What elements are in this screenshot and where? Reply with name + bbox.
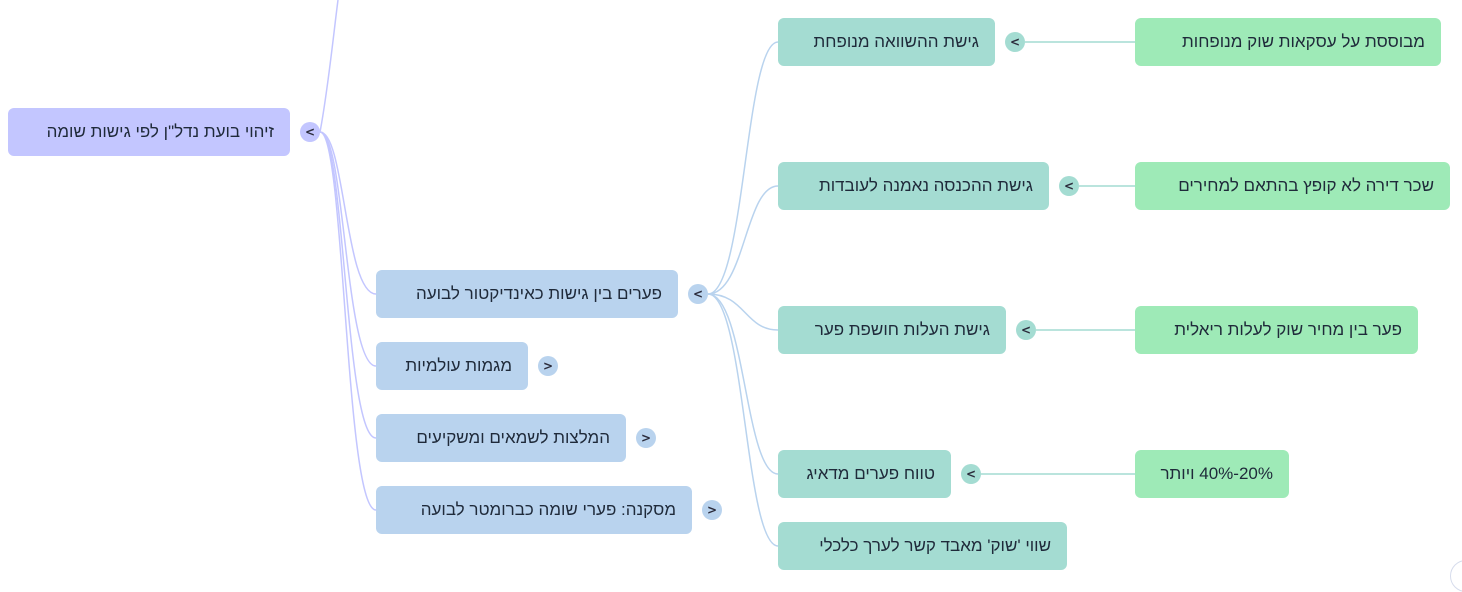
leaf-node-label: מבוססת על עסקאות שוק מנופחות bbox=[1182, 32, 1425, 51]
connector-root-l1-1 bbox=[319, 131, 377, 295]
subbranch-node-gap-range[interactable]: טווח פערים מדאיג bbox=[778, 450, 951, 498]
leaf-node-inflated-transactions[interactable]: מבוססת על עסקאות שוק מנופחות bbox=[1135, 18, 1441, 66]
branch-node-label: המלצות לשמאים ומשקיעים bbox=[416, 428, 610, 447]
subbranch-node-label: גישת ההשוואה מנופחת bbox=[813, 32, 979, 51]
subbranch-node-label: שווי 'שוק' מאבד קשר לערך כלכלי bbox=[819, 536, 1051, 555]
connector-root-l1-2 bbox=[319, 131, 377, 367]
subbranch-node-label: גישת העלות חושפת פער bbox=[814, 320, 990, 339]
branch-expand-toggle-icon[interactable]: > bbox=[538, 356, 558, 376]
subbranch-node-income-approach[interactable]: גישת ההכנסה נאמנה לעובדות bbox=[778, 162, 1049, 210]
branch-node-gaps-indicator[interactable]: פערים בין גישות כאינדיקטור לבועה bbox=[376, 270, 678, 318]
connector-l1-l2-2 bbox=[707, 185, 779, 295]
branch-expand-toggle-icon[interactable]: > bbox=[636, 428, 656, 448]
connector-l1-l2-5 bbox=[707, 293, 779, 547]
leaf-node-rent-not-jumping[interactable]: שכר דירה לא קופץ בהתאם למחירים bbox=[1135, 162, 1450, 210]
subbranch-node-cost-approach[interactable]: גישת העלות חושפת פער bbox=[778, 306, 1006, 354]
subbranch-collapse-toggle-icon[interactable]: < bbox=[1005, 32, 1025, 52]
connector-root-l1-3 bbox=[319, 131, 377, 439]
branch-node-global-trends[interactable]: מגמות עולמיות bbox=[376, 342, 528, 390]
subbranch-node-label: טווח פערים מדאיג bbox=[806, 464, 935, 483]
branch-node-conclusion[interactable]: מסקנה: פערי שומה כברומטר לבועה bbox=[376, 486, 692, 534]
leaf-node-price-cost-gap[interactable]: פער בין מחיר שוק לעלות ריאלית bbox=[1135, 306, 1418, 354]
root-node-label: זיהוי בועת נדל"ן לפי גישות שומה bbox=[46, 122, 274, 141]
subbranch-node-market-value[interactable]: שווי 'שוק' מאבד קשר לערך כלכלי bbox=[778, 522, 1067, 570]
connector-l1-l2-1 bbox=[707, 41, 779, 295]
connector-root-l1-4 bbox=[319, 131, 377, 511]
branch-node-label: פערים בין גישות כאינדיקטור לבועה bbox=[415, 284, 662, 303]
root-node[interactable]: זיהוי בועת נדל"ן לפי גישות שומה bbox=[8, 108, 290, 156]
subbranch-node-label: גישת ההכנסה נאמנה לעובדות bbox=[818, 176, 1033, 195]
subbranch-collapse-toggle-icon[interactable]: < bbox=[1059, 176, 1079, 196]
branch-node-recommendations[interactable]: המלצות לשמאים ומשקיעים bbox=[376, 414, 626, 462]
branch-collapse-toggle-icon[interactable]: < bbox=[688, 284, 708, 304]
leaf-node-percentage-range[interactable]: 20%-40% ויותר bbox=[1135, 450, 1289, 498]
subbranch-collapse-toggle-icon[interactable]: < bbox=[1016, 320, 1036, 340]
leaf-node-label: פער בין מחיר שוק לעלות ריאלית bbox=[1174, 320, 1402, 339]
root-collapse-toggle-icon[interactable]: < bbox=[300, 122, 320, 142]
subbranch-collapse-toggle-icon[interactable]: < bbox=[961, 464, 981, 484]
subbranch-node-comparison-approach[interactable]: גישת ההשוואה מנופחת bbox=[778, 18, 995, 66]
connector-l1-l2-4 bbox=[707, 293, 779, 475]
leaf-node-label: שכר דירה לא קופץ בהתאם למחירים bbox=[1178, 176, 1434, 195]
branch-node-label: מסקנה: פערי שומה כברומטר לבועה bbox=[420, 500, 676, 519]
leaf-node-label: 20%-40% ויותר bbox=[1160, 464, 1273, 483]
branch-node-label: מגמות עולמיות bbox=[405, 356, 512, 375]
connector-l1-l2-3 bbox=[707, 293, 779, 331]
branch-expand-toggle-icon[interactable]: > bbox=[702, 500, 722, 520]
connector-root-up bbox=[319, 0, 339, 133]
